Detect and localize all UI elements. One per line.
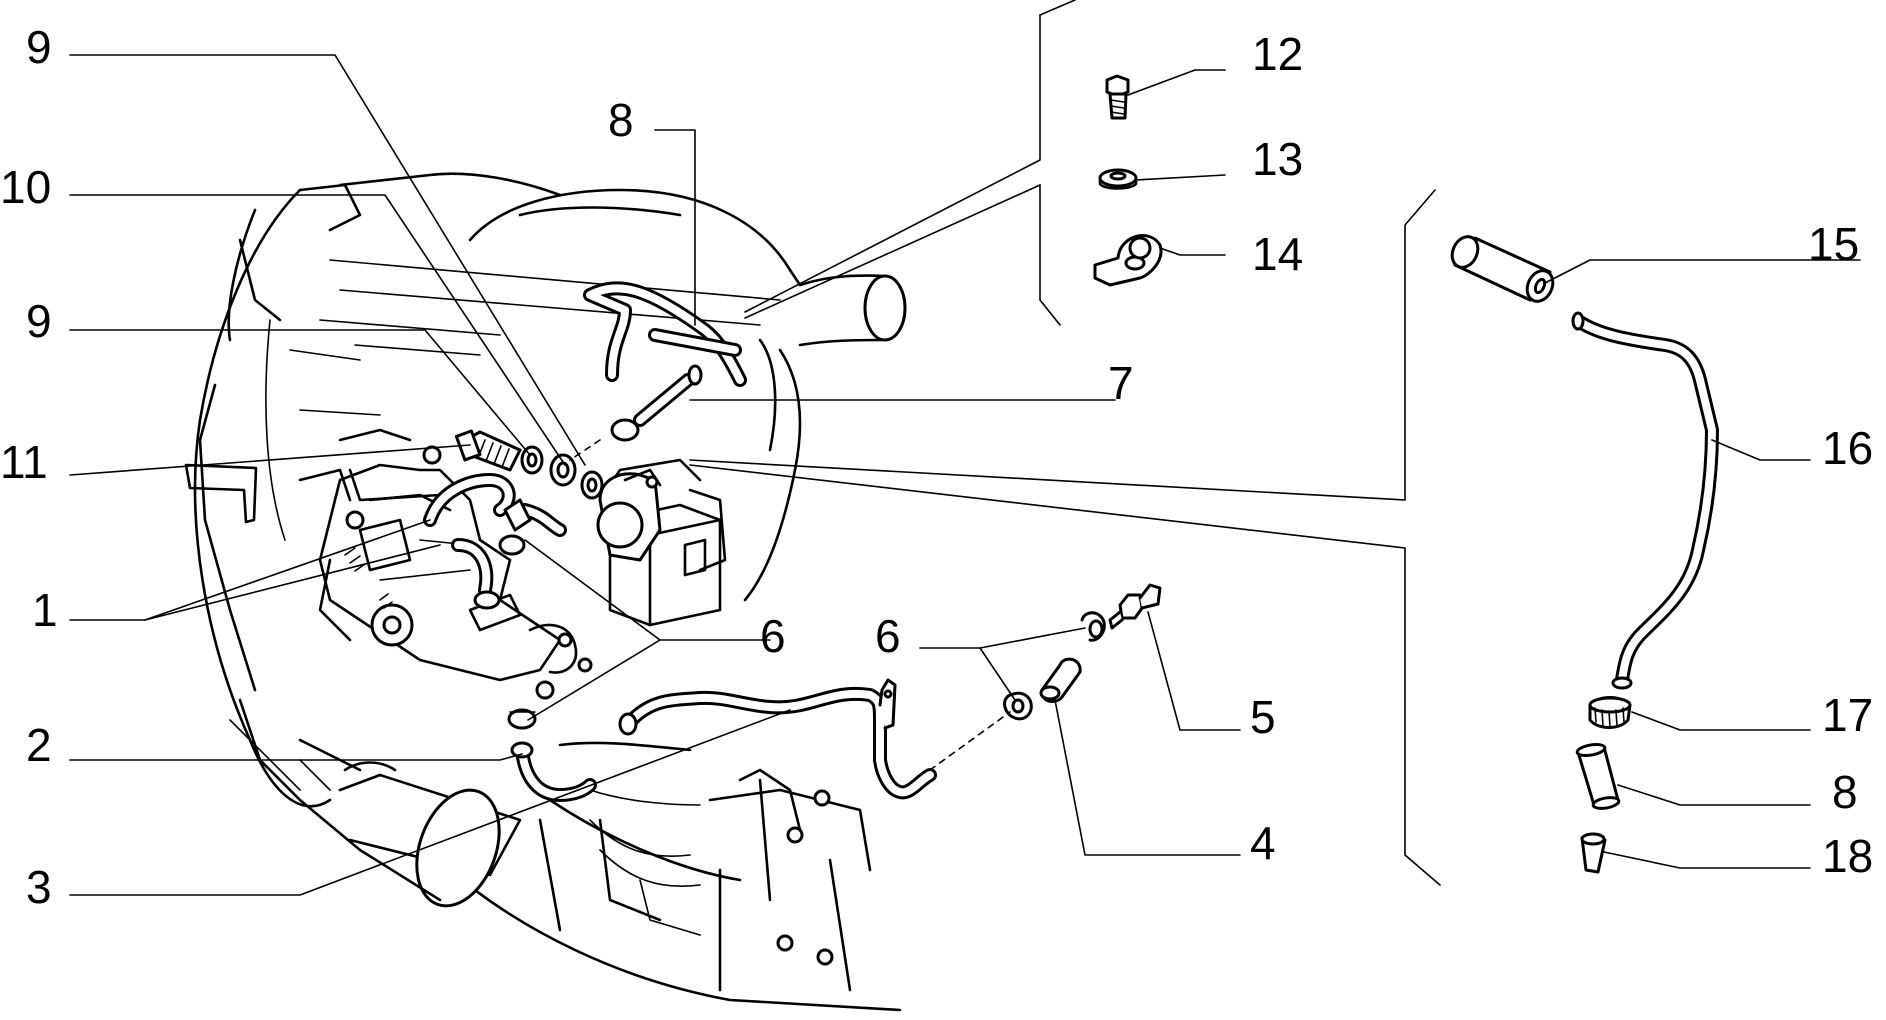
gearbox-housing (184, 172, 907, 1012)
callout-5: 5 (1250, 691, 1276, 743)
callout-labels: 9 8 10 9 11 1 2 3 6 6 7 12 13 14 5 4 15 … (0, 21, 1873, 913)
nut-17 (1588, 696, 1632, 729)
callout-2: 2 (26, 719, 52, 771)
coupling-4 (1039, 657, 1082, 703)
callout-7: 7 (1108, 357, 1134, 409)
leader-lines (69, 0, 1861, 896)
callout-3: 3 (26, 861, 52, 913)
pipe-16 (1571, 311, 1719, 690)
callout-4: 4 (1250, 817, 1276, 869)
elbow-hose-2 (510, 741, 597, 802)
union-fitting (596, 468, 662, 562)
callout-9-top: 9 (26, 21, 52, 73)
callout-10: 10 (0, 161, 51, 213)
clip-14 (1093, 234, 1163, 287)
callout-16: 16 (1822, 422, 1873, 474)
callout-12: 12 (1252, 28, 1303, 80)
ferrule-18 (1580, 832, 1607, 874)
callout-11: 11 (0, 436, 48, 488)
callout-18: 18 (1822, 830, 1873, 882)
parts (423, 74, 1719, 874)
callout-1: 1 (32, 584, 58, 636)
hoses-1 (423, 473, 567, 597)
bolt-12 (1105, 74, 1130, 120)
clamp-6-right (1003, 611, 1106, 721)
sleeve-8-lower (1575, 743, 1621, 810)
callout-6-right: 6 (875, 610, 901, 662)
union-5 (1108, 583, 1162, 630)
callout-6-left: 6 (760, 610, 786, 662)
clamp-6-pump (473, 590, 537, 730)
banjo-bolt-7 (610, 364, 703, 442)
callout-15: 15 (1808, 218, 1859, 270)
screw-11 (454, 429, 522, 472)
callout-17: 17 (1822, 689, 1873, 741)
sleeve-15 (1450, 235, 1555, 303)
callout-8-bottom: 8 (1832, 766, 1858, 818)
callout-9-mid: 9 (26, 295, 52, 347)
washers-9-10 (520, 445, 604, 500)
callout-8-top: 8 (608, 94, 634, 146)
callout-13: 13 (1252, 133, 1303, 185)
hose-8-upper (583, 281, 747, 387)
washer-13 (1098, 168, 1138, 190)
pipe-3 (618, 678, 937, 800)
callout-14: 14 (1252, 228, 1303, 280)
